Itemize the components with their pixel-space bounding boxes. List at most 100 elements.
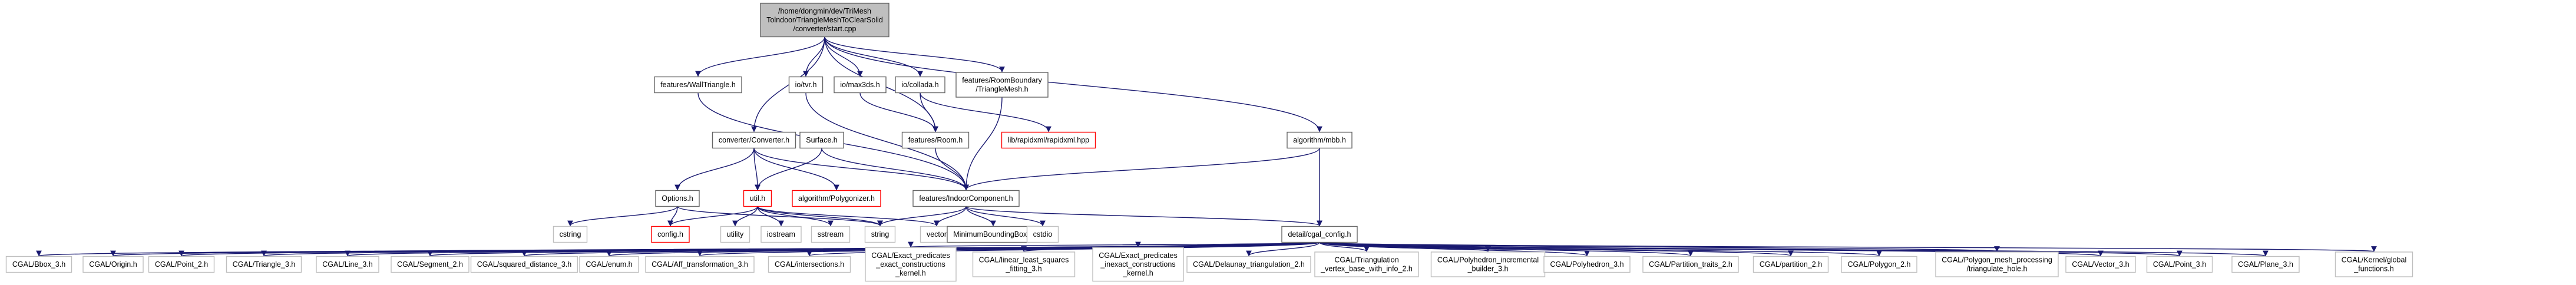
node-label: iostream (767, 230, 795, 238)
node-box (901, 131, 970, 149)
node-box (834, 76, 887, 94)
edge-iohv-to-indoor (805, 92, 969, 191)
edge-root-to-wall (695, 37, 825, 77)
node-cgal-squared-distance-3-h: CGAL/squared_distance_3.h (470, 256, 578, 273)
node-label: Surface.h (806, 136, 838, 144)
node-label: features/IndoorComponent.h (919, 194, 1013, 203)
node-utility: utility (720, 226, 750, 243)
node-box (1642, 256, 1739, 273)
node-box (1186, 256, 1311, 273)
node-box (1001, 131, 1096, 149)
node-cgal-triangle-3-h: CGAL/Triangle_3.h (226, 256, 302, 273)
node-surface-h[interactable]: Surface.h (799, 131, 844, 149)
node-cgal-linear-least-squares-fitting-3-h: CGAL/linear_least_squares_fitting_3.h (972, 251, 1076, 277)
edge-iocollada-to-room (920, 92, 938, 132)
node-label: /triangulate_hole.h (1967, 265, 2028, 273)
node-box (720, 226, 750, 243)
node-label: algorithm/mbb.h (1293, 136, 1346, 144)
edge-converter-to-indoor (753, 148, 969, 191)
node-label: CGAL/Plane_3.h (2238, 260, 2293, 269)
edge-converter-to-polygonizer (753, 148, 839, 191)
node-features-roomboundary-trianglemesh-h[interactable]: features/RoomBoundary/TriangleMesh.h (955, 72, 1049, 98)
node-box (316, 256, 379, 273)
node-label: _kernel.h (895, 269, 925, 277)
edge-indoor-to-cstdio (965, 206, 1046, 227)
node-io-collada-h[interactable]: io/collada.h (895, 76, 945, 94)
node-label: features/RoomBoundary (962, 77, 1042, 85)
node-cgal-intersections-h: CGAL/intersections.h (768, 256, 851, 273)
node-cstring: cstring (553, 226, 588, 243)
node-cgal-polygon-mesh-processing-triangulate-hole-h: CGAL/Polygon_mesh_processing/triangulate… (1935, 251, 2059, 277)
node-label: CGAL/Point_3.h (2153, 260, 2206, 269)
node-lib-rapidxml-rapidxml-hpp: lib/rapidxml/rapidxml.hpp (1001, 131, 1096, 149)
node-box (5, 256, 72, 273)
node-label: cstdio (1033, 230, 1053, 238)
node-box (2231, 256, 2300, 273)
node-features-indoorcomponent-h[interactable]: features/IndoorComponent.h (912, 190, 1020, 207)
node-label: lib/rapidxml/rapidxml.hpp (1008, 136, 1089, 144)
edge-util-to-sstream (757, 206, 834, 227)
node-cgal-vector-3-h: CGAL/Vector_3.h (2065, 256, 2136, 273)
edge-cgalcfg-to-c20 (1319, 241, 1882, 257)
edge-options-to-string (677, 206, 883, 227)
node-cgal-segment-2-h: CGAL/Segment_2.h (391, 256, 469, 273)
node-string: string (864, 226, 896, 243)
node-cgal-point-2-h: CGAL/Point_2.h (148, 256, 215, 273)
node-box (148, 256, 215, 273)
edge-util-to-vector (757, 206, 940, 227)
edge-root-to-roomboundary (824, 37, 1005, 72)
edge-cgalcfg-to-c12 (1021, 241, 1320, 252)
node-label: CGAL/Polyhedron_incremental (1437, 256, 1539, 264)
node-label: CGAL/intersections.h (775, 260, 844, 269)
node-features-room-h[interactable]: features/Room.h (901, 131, 970, 149)
node-cgal-polyhedron-incremental-builder-3-h: CGAL/Polyhedron_incremental_builder_3.h (1430, 251, 1546, 277)
edge-mbb-to-indoor (963, 148, 1320, 191)
node-box (655, 190, 700, 207)
node-label: config.h (657, 230, 683, 238)
node-box (799, 131, 844, 149)
node-label: _builder_3.h (1467, 265, 1509, 273)
node-box (226, 256, 302, 273)
node-io-max3ds-h[interactable]: io/max3ds.h (834, 76, 887, 94)
node-minimumboundingbox-h[interactable]: MinimumBoundingBox.h (947, 226, 1040, 243)
node-algorithm-mbb-h[interactable]: algorithm/mbb.h (1287, 131, 1353, 149)
node-cgal-aff-transformation-3-h: CGAL/Aff_transformation_3.h (645, 256, 755, 273)
edge-io3ds-to-room (859, 92, 938, 132)
node-label: _kernel.h (1122, 269, 1153, 277)
edge-cgalcfg-to-c15 (1319, 241, 1370, 252)
node-label: /converter/start.cpp (793, 25, 857, 33)
node-label: CGAL/partition_2.h (1760, 260, 1822, 269)
edge-options-to-cstring (567, 206, 678, 227)
node-converter-converter-h[interactable]: converter/Converter.h (712, 131, 796, 149)
node-label: io/max3ds.h (840, 81, 879, 89)
node-box (760, 2, 889, 38)
edges-layer (37, 37, 2376, 257)
node-label: _functions.h (2353, 265, 2393, 273)
node-cgal-exact-predicates-inexact-constructions-kernel-h: CGAL/Exact_predicates_inexact_constructi… (1092, 247, 1184, 282)
edge-roomboundary-to-indoor (963, 97, 1003, 191)
node-cgal-plane-3-h: CGAL/Plane_3.h (2231, 256, 2300, 273)
node-box (712, 131, 796, 149)
edge-util-to-string (757, 206, 883, 227)
node-options-h[interactable]: Options.h (655, 190, 700, 207)
node-box (865, 247, 957, 282)
node-box (1543, 256, 1631, 273)
node-box (864, 226, 896, 243)
node-cgal-enum-h: CGAL/enum.h (579, 256, 639, 273)
node-box (972, 251, 1076, 277)
node-cgal-exact-predicates-exact-constructions-kernel-h: CGAL/Exact_predicates_exact_construction… (865, 247, 957, 282)
node-box (1287, 131, 1353, 149)
node-label: CGAL/Kernel/global (2342, 256, 2406, 264)
node-box (1092, 247, 1184, 282)
node-label: CGAL/Aff_transformation_3.h (652, 260, 748, 269)
nodes-layer: /home/dongmin/dev/TriMeshTolndoor/Triang… (5, 2, 2413, 282)
edge-room-to-indoor (935, 148, 969, 191)
node-features-walltriangle-h[interactable]: features/WallTriangle.h (654, 76, 742, 94)
node-label: detail/cgal_config.h (1288, 230, 1351, 238)
node-algorithm-polygonizer-h: algorithm/Polygonizer.h (792, 190, 881, 207)
node-io-tvr-h[interactable]: io/tvr.h (788, 76, 824, 94)
node-label: CGAL/Origin.h (89, 260, 137, 269)
node-detail-cgal-config-h[interactable]: detail/cgal_config.h (1281, 226, 1358, 243)
edge-indoor-to-string (877, 206, 967, 227)
node-home-dongmin-dev-trimeshtolndoor-trianglemeshtoclearsolid-converter-start-cpp[interactable]: /home/dongmin/dev/TriMeshTolndoor/Triang… (760, 2, 889, 38)
